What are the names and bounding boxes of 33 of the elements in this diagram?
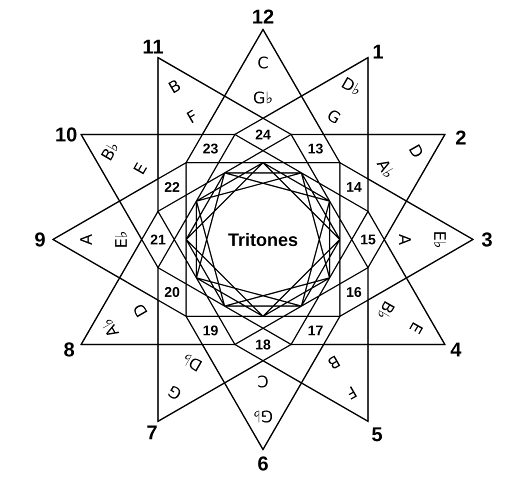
point-number: 1 [374, 44, 384, 58]
point-number: 12 [253, 10, 274, 24]
region-number: 16 [347, 287, 362, 297]
region-number: 24 [256, 130, 271, 140]
point-number: 6 [258, 456, 268, 471]
region-number: 15 [361, 234, 376, 244]
star-point: A♭ D [80, 277, 159, 346]
region-number: 17 [308, 326, 323, 336]
star-point: G D♭ [157, 344, 226, 422]
star-point: B♭ E [80, 134, 159, 202]
point-number: 8 [64, 342, 74, 357]
region-number: 21 [150, 234, 166, 244]
point-number: 9 [35, 232, 45, 247]
region-number: 13 [308, 144, 323, 154]
point-number: 11 [144, 40, 164, 54]
point-number: 5 [372, 427, 382, 442]
point-number: 3 [482, 232, 492, 247]
star-point: F B [300, 344, 369, 422]
region-number: 14 [347, 182, 362, 192]
star-point: D♭ G [300, 56, 369, 136]
region-number: 18 [256, 340, 270, 350]
point-number: 7 [147, 426, 157, 440]
point-number: 2 [456, 130, 466, 144]
region-number: 22 [164, 182, 180, 192]
point-number: 4 [450, 342, 462, 356]
star-point: D A♭ [367, 134, 446, 202]
region-number: 20 [164, 287, 180, 297]
point-number: 10 [56, 127, 76, 142]
region-number: 23 [203, 144, 218, 154]
star-point: B F [157, 56, 226, 136]
center-label: Tritones [228, 232, 298, 246]
region-number: 19 [204, 325, 218, 336]
star-point: E B♭ [367, 277, 446, 346]
